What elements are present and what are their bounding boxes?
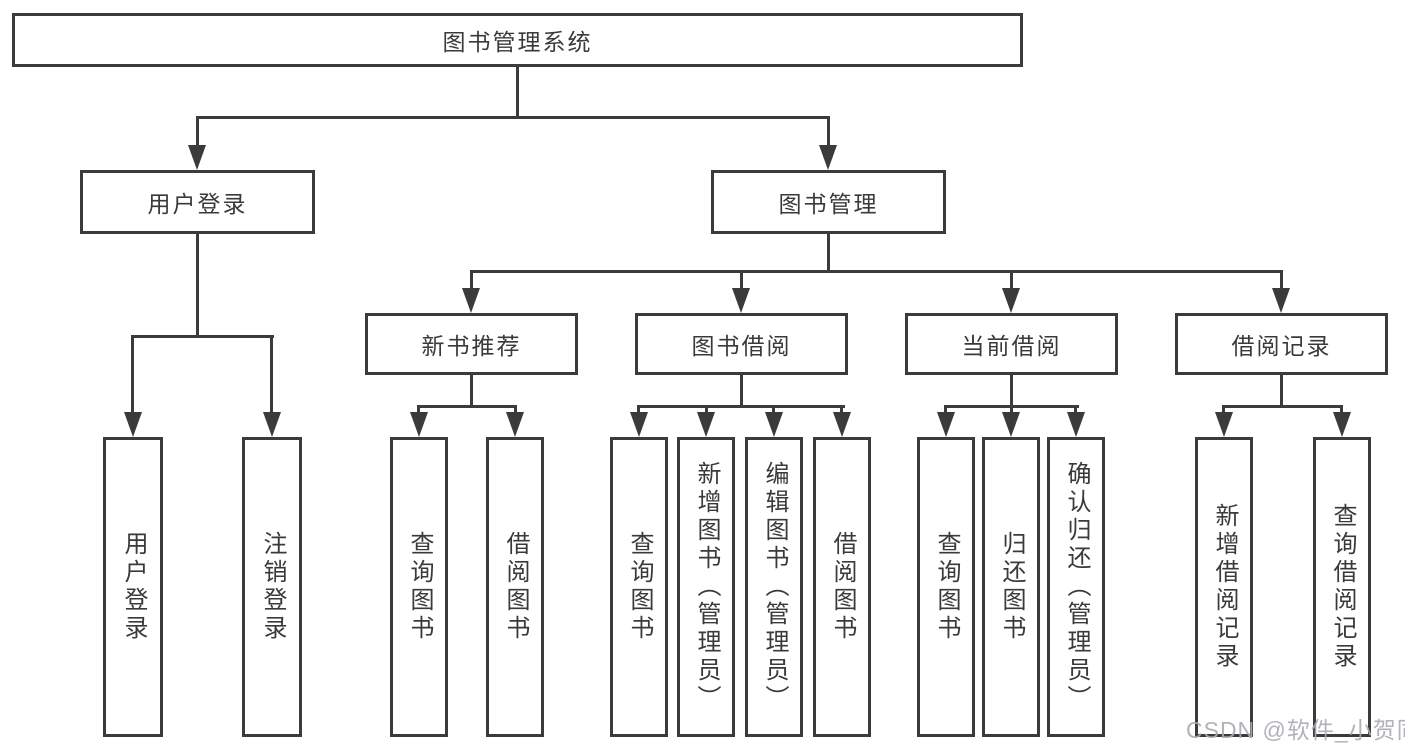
leaf-query-borrow-record: 查询借阅记录: [1313, 437, 1371, 737]
connector: [470, 374, 473, 407]
arrow-down-icon: [1215, 412, 1233, 437]
arrow-down-icon: [1272, 288, 1290, 313]
leaf-return-books: 归还图书: [982, 437, 1040, 737]
arrow-down-icon: [630, 412, 648, 437]
leaf-add-books-admin: 新增图书（管理员）: [677, 437, 735, 737]
arrow-down-icon: [697, 412, 715, 437]
connector: [1222, 405, 1343, 408]
connector: [270, 335, 273, 415]
leaf-edit-books-admin: 编辑图书（管理员）: [745, 437, 803, 737]
connector: [1340, 405, 1343, 415]
arrow-down-icon: [462, 288, 480, 313]
connector: [1010, 374, 1013, 407]
connector: [196, 116, 830, 119]
arrow-down-icon: [732, 288, 750, 313]
node-book-management: 图书管理: [711, 170, 946, 234]
connector: [740, 374, 743, 407]
node-new-book-recommend: 新书推荐: [365, 313, 578, 375]
connector: [131, 335, 134, 415]
node-borrow-records: 借阅记录: [1175, 313, 1388, 375]
arrow-down-icon: [124, 412, 142, 437]
arrow-down-icon: [188, 145, 206, 170]
arrow-down-icon: [765, 412, 783, 437]
connector: [470, 270, 473, 292]
leaf-borrow-books-recommend: 借阅图书: [486, 437, 544, 737]
connector: [944, 405, 947, 415]
arrow-down-icon: [410, 412, 428, 437]
connector: [827, 116, 830, 148]
node-current-borrow: 当前借阅: [905, 313, 1118, 375]
connector: [637, 405, 845, 408]
connector: [514, 405, 517, 415]
csdn-watermark: CSDN @软件_小贺同学: [1186, 717, 1405, 743]
node-root-system: 图书管理系统: [12, 13, 1023, 67]
connector: [196, 233, 199, 337]
arrow-down-icon: [833, 412, 851, 437]
arrow-down-icon: [1002, 288, 1020, 313]
arrow-down-icon: [1002, 412, 1020, 437]
connector: [1010, 270, 1013, 292]
arrow-down-icon: [263, 412, 281, 437]
leaf-user-login: 用户登录: [103, 437, 163, 737]
connector: [470, 270, 1283, 273]
connector: [1280, 270, 1283, 292]
node-book-borrow: 图书借阅: [635, 313, 848, 375]
arrow-down-icon: [506, 412, 524, 437]
connector: [1074, 405, 1077, 415]
connector: [417, 405, 517, 408]
leaf-query-books-recommend: 查询图书: [390, 437, 448, 737]
connector: [131, 335, 274, 338]
arrow-down-icon: [1067, 412, 1085, 437]
connector: [1280, 374, 1283, 407]
leaf-confirm-return-admin: 确认归还（管理员）: [1047, 437, 1105, 737]
connector: [637, 405, 640, 415]
connector: [417, 405, 420, 415]
connector: [740, 270, 743, 292]
connector: [1010, 405, 1013, 415]
connector: [772, 405, 775, 415]
arrow-down-icon: [819, 145, 837, 170]
leaf-borrow-books: 借阅图书: [813, 437, 871, 737]
leaf-query-books-current: 查询图书: [917, 437, 975, 737]
connector: [1222, 405, 1225, 415]
connector: [827, 233, 830, 273]
leaf-add-borrow-record: 新增借阅记录: [1195, 437, 1253, 737]
leaf-logout: 注销登录: [242, 437, 302, 737]
node-user-login: 用户登录: [80, 170, 315, 234]
connector: [196, 116, 199, 148]
connector: [705, 405, 708, 415]
arrow-down-icon: [937, 412, 955, 437]
arrow-down-icon: [1333, 412, 1351, 437]
connector: [516, 66, 519, 118]
connector: [840, 405, 843, 415]
leaf-query-books-borrow: 查询图书: [610, 437, 668, 737]
